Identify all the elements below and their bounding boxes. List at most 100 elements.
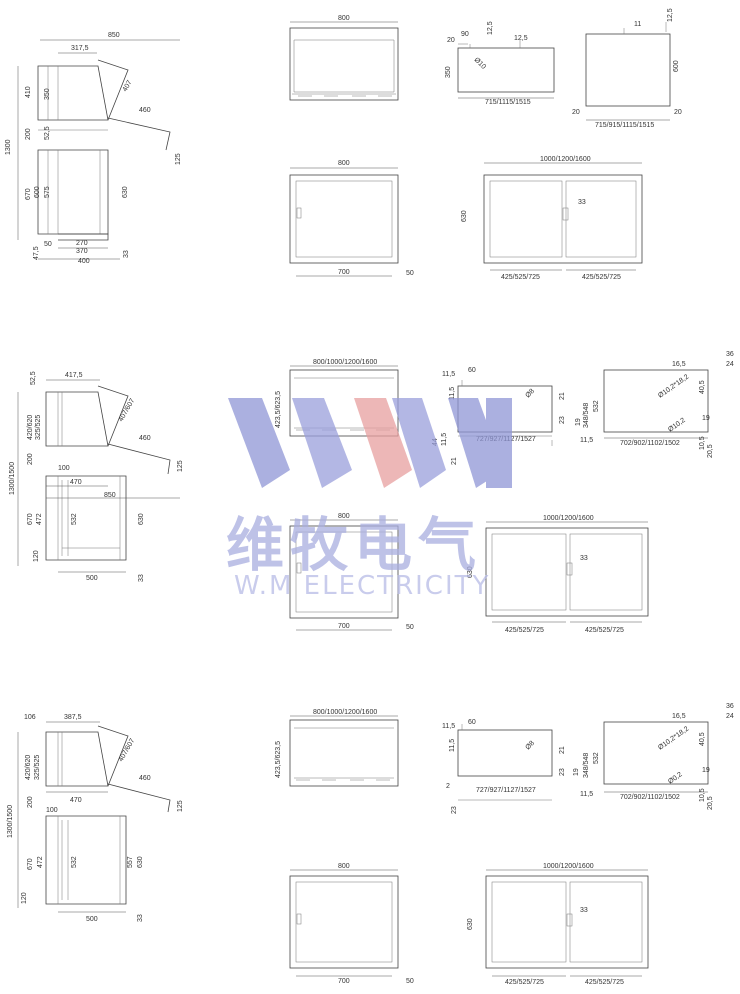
dim-label: 24 <box>726 361 734 368</box>
dim-label: 270 <box>76 240 88 247</box>
dim-label: 125 <box>175 153 182 165</box>
row1-side-view: 850 317,5 1300 410 350 407 460 200 52,5 … <box>5 32 182 265</box>
dim-label: 630 <box>122 186 129 198</box>
dim-label: Ø10,2 <box>667 417 687 434</box>
dim-label: 460 <box>139 435 151 442</box>
dim-label: 1300/1500 <box>9 462 16 495</box>
dim-label: 850 <box>108 32 120 39</box>
dim-label: 472 <box>36 513 43 525</box>
dim-label: 52,5 <box>30 371 37 385</box>
dim-label: 33 <box>580 555 588 562</box>
dim-label: 423,5/623,5 <box>275 741 282 778</box>
dim-label: Ø0,2 <box>667 771 684 785</box>
dim-label: 557 <box>127 856 134 868</box>
dim-label: 670 <box>27 513 34 525</box>
dim-label: 11,5 <box>580 437 593 444</box>
dim-label: 125 <box>177 800 184 812</box>
dim-label: 532 <box>593 400 600 412</box>
dim-label: 727/927/1127/1527 <box>476 787 536 794</box>
dim-label: Ø10 <box>473 56 487 70</box>
dim-label: 532 <box>593 752 600 764</box>
dim-label: 90 <box>461 31 469 38</box>
dim-label: 800 <box>338 863 350 870</box>
dim-label: 425/525/725 <box>505 979 544 986</box>
dim-label: 630 <box>461 210 468 222</box>
dim-label: 1300/1500 <box>7 805 14 838</box>
dim-label: Ø10,2*18,2 <box>657 374 690 400</box>
dim-label: 11,5 <box>441 433 448 446</box>
dim-label: 200 <box>27 796 34 808</box>
dim-label: 200 <box>25 128 32 140</box>
watermark: 维牧电气 W.M ELECTRICITY <box>226 398 512 601</box>
dim-label: 100 <box>46 807 58 814</box>
dim-label: 20 <box>674 109 682 116</box>
dim-label: 348/548 <box>583 753 590 778</box>
dim-label: 800 <box>338 160 350 167</box>
dim-label: 33 <box>123 250 130 258</box>
dim-label: 500 <box>86 575 98 582</box>
dim-label: 1000/1200/1600 <box>540 156 591 163</box>
dim-label: 630 <box>467 566 474 578</box>
dim-label: 575 <box>44 186 51 198</box>
row2-side-view: 52,5 417,5 1300/1500 420/620 325/525 407… <box>9 371 184 582</box>
row2-lower-double-view: 1000/1200/1600 33 630 425/525/725 425/52… <box>467 515 649 634</box>
dim-label: 800/1000/1200/1600 <box>313 359 377 366</box>
dim-label: 470 <box>70 479 82 486</box>
dim-label: 120 <box>33 550 40 562</box>
dim-label: 40,5 <box>699 380 706 394</box>
dim-label: 47,5 <box>33 246 40 260</box>
dim-label: 11,5 <box>449 387 456 400</box>
dim-label: 60 <box>468 367 476 374</box>
row3-lower-double-view: 1000/1200/1600 33 630 425/525/725 425/52… <box>467 863 649 986</box>
dim-label: 702/902/1102/1502 <box>620 794 680 801</box>
dim-label: 500 <box>86 916 98 923</box>
dim-label: 350 <box>445 66 452 78</box>
dim-label: 20 <box>447 37 455 44</box>
dim-label: 19 <box>702 415 710 422</box>
dim-label: 33 <box>138 574 145 582</box>
row3-lower-single-view: 800 700 50 <box>289 863 414 985</box>
row1-lower-double-view: 1000/1200/1600 33 630 425/525/725 425/52… <box>461 156 643 281</box>
row1-lower-single-view: 800 700 50 <box>289 160 414 277</box>
dim-label: 460 <box>139 775 151 782</box>
dim-label: 370 <box>76 248 88 255</box>
dim-label: 700 <box>338 978 350 985</box>
dim-label: 200 <box>27 453 34 465</box>
dim-label: 10,5 <box>699 788 706 802</box>
dim-label: 19 <box>573 768 580 776</box>
dim-label: 50 <box>406 978 414 985</box>
dim-label: 470 <box>70 797 82 804</box>
dim-label: 425/525/725 <box>505 627 544 634</box>
dim-label: 417,5 <box>65 372 83 379</box>
dim-label: 420/620 <box>25 755 32 780</box>
dim-label: 40,5 <box>699 732 706 746</box>
dim-label: 23 <box>559 416 566 424</box>
dim-label: 20,5 <box>707 444 714 458</box>
dim-label: 407/607 <box>118 397 137 423</box>
dim-label: 600 <box>34 186 41 198</box>
dim-label: 11,5 <box>580 791 593 798</box>
row2-top-back-view: 16,5 36 24 Ø10,2*18,2 40,5 532 19 Ø10,2 … <box>593 351 734 458</box>
dim-label: 2 <box>446 783 450 790</box>
dim-label: 410 <box>25 86 32 98</box>
dim-label: 600 <box>673 60 680 72</box>
dim-label: 16,5 <box>672 361 686 368</box>
dim-label: 33 <box>137 914 144 922</box>
dim-label: 125 <box>177 460 184 472</box>
dim-label: 11,5 <box>442 371 455 378</box>
row3-top-detail-view: 11,5 60 11,5 Ø8 21 23 19 348/548 2 23 72… <box>442 719 593 814</box>
dim-label: 12,5 <box>514 35 528 42</box>
dim-label: 33 <box>580 907 588 914</box>
dim-label: 325/525 <box>34 755 41 780</box>
dim-label: 460 <box>139 107 151 114</box>
dim-label: 12,5 <box>667 8 674 22</box>
dim-label: 11,5 <box>442 723 455 730</box>
dim-label: 630 <box>137 856 144 868</box>
dim-label: 106 <box>24 714 36 721</box>
dim-label: 21 <box>451 457 458 465</box>
row1-top-detail-view: 20 90 12,5 12,5 Ø10 350 715/1115/1515 <box>445 21 555 106</box>
dim-label: 1000/1200/1600 <box>543 863 594 870</box>
dim-label: 24 <box>726 713 734 720</box>
dim-label: Ø8 <box>524 740 536 752</box>
dim-label: 702/902/1102/1502 <box>620 440 680 447</box>
